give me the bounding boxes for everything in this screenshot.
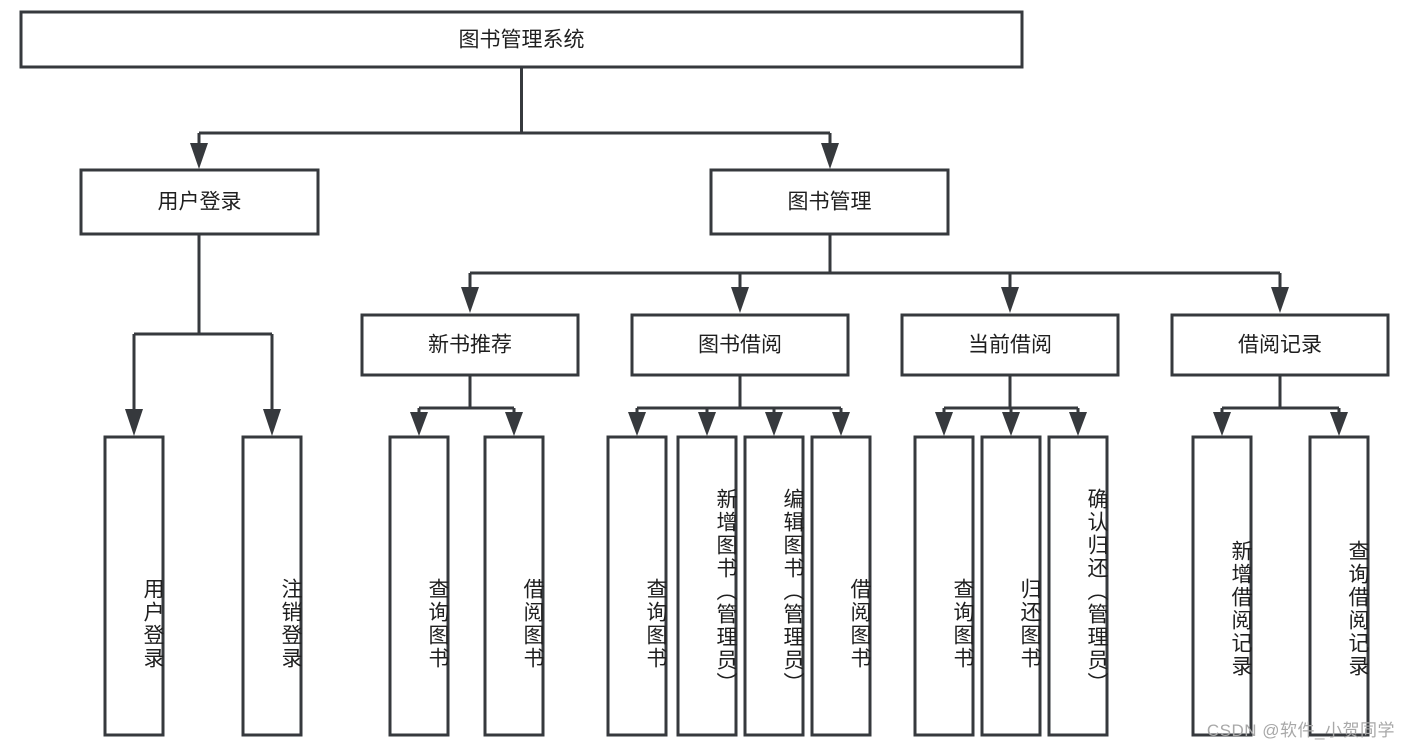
node-borrow-record-box[interactable] [1170,313,1390,377]
arrow-head-current-leaf-1 [935,412,953,436]
node-user-login-label: 用户登录 [158,191,242,214]
node-leaf-box-5[interactable] [676,435,738,737]
node-current-borrow-label: 当前借阅 [968,334,1052,357]
node-current-borrow-box[interactable] [900,313,1120,377]
node-leaf-box-1[interactable] [241,435,303,737]
node-user-login[interactable]: 用户登录 [79,168,320,236]
node-leaf-box-6[interactable] [743,435,805,737]
connector-group-current-borrow [935,375,1087,436]
leaf-boxes [103,435,1370,737]
arrow-head-borrow-leaf-1 [628,412,646,436]
arrow-head-borrow-leaf-3 [765,412,783,436]
arrow-head-book-record [1271,287,1289,313]
node-book-management-box[interactable] [709,168,950,236]
arrow-head-record-leaf-2 [1330,412,1348,436]
arrow-head-current-leaf-2 [1002,412,1020,436]
node-new-book-recommend-box[interactable] [360,313,580,377]
node-new-book-recommend[interactable]: 新书推荐 [360,313,580,377]
node-leaf-box-4[interactable] [606,435,668,737]
node-leaf-box-10[interactable] [1047,435,1109,737]
node-user-login-box[interactable] [79,168,320,236]
connector-group-book-mgmt [461,234,1289,313]
node-leaf-box-11[interactable] [1191,435,1253,737]
arrow-head-book-current [1001,287,1019,313]
arrow-head-book-new [461,287,479,313]
connector-group-new-book [410,375,523,436]
arrow-head-user-leaf-2 [263,409,281,436]
arrow-head-book-borrow [731,287,749,313]
node-root-label: 图书管理系统 [459,29,585,52]
node-book-borrow-label: 图书借阅 [698,334,782,357]
node-leaf-box-7[interactable] [810,435,872,737]
arrow-head-root-book [821,143,839,169]
node-leaf-box-8[interactable] [913,435,975,737]
connector-group-borrow-record [1213,375,1348,436]
connector-group-book-borrow [628,375,850,436]
arrow-head-borrow-leaf-4 [832,412,850,436]
arrow-head-newbook-leaf-2 [505,412,523,436]
connector-group-user-login [125,234,281,436]
node-leaf-box-3[interactable] [483,435,545,737]
node-book-borrow-box[interactable] [630,313,850,377]
node-root[interactable]: 图书管理系统 [19,10,1024,69]
arrow-head-current-leaf-3 [1069,412,1087,436]
node-book-management[interactable]: 图书管理 [709,168,950,236]
csdn-watermark: CSDN @软件_小贺同学 [1206,721,1395,740]
arrow-head-borrow-leaf-2 [698,412,716,436]
node-book-management-label: 图书管理 [788,191,872,214]
node-new-book-recommend-label: 新书推荐 [428,334,512,357]
node-current-borrow[interactable]: 当前借阅 [900,313,1120,377]
arrow-head-newbook-leaf-1 [410,412,428,436]
node-leaf-box-9[interactable] [980,435,1042,737]
node-borrow-record-label: 借阅记录 [1238,334,1322,357]
connector-group-root [190,67,839,169]
arrow-head-root-user [190,143,208,169]
node-leaf-box-12[interactable] [1308,435,1370,737]
node-book-borrow[interactable]: 图书借阅 [630,313,850,377]
node-borrow-record[interactable]: 借阅记录 [1170,313,1390,377]
arrow-head-user-leaf-1 [125,409,143,436]
node-root-box[interactable] [19,10,1024,69]
arrow-head-record-leaf-1 [1213,412,1231,436]
node-leaf-box-0[interactable] [103,435,165,737]
node-leaf-box-2[interactable] [388,435,450,737]
